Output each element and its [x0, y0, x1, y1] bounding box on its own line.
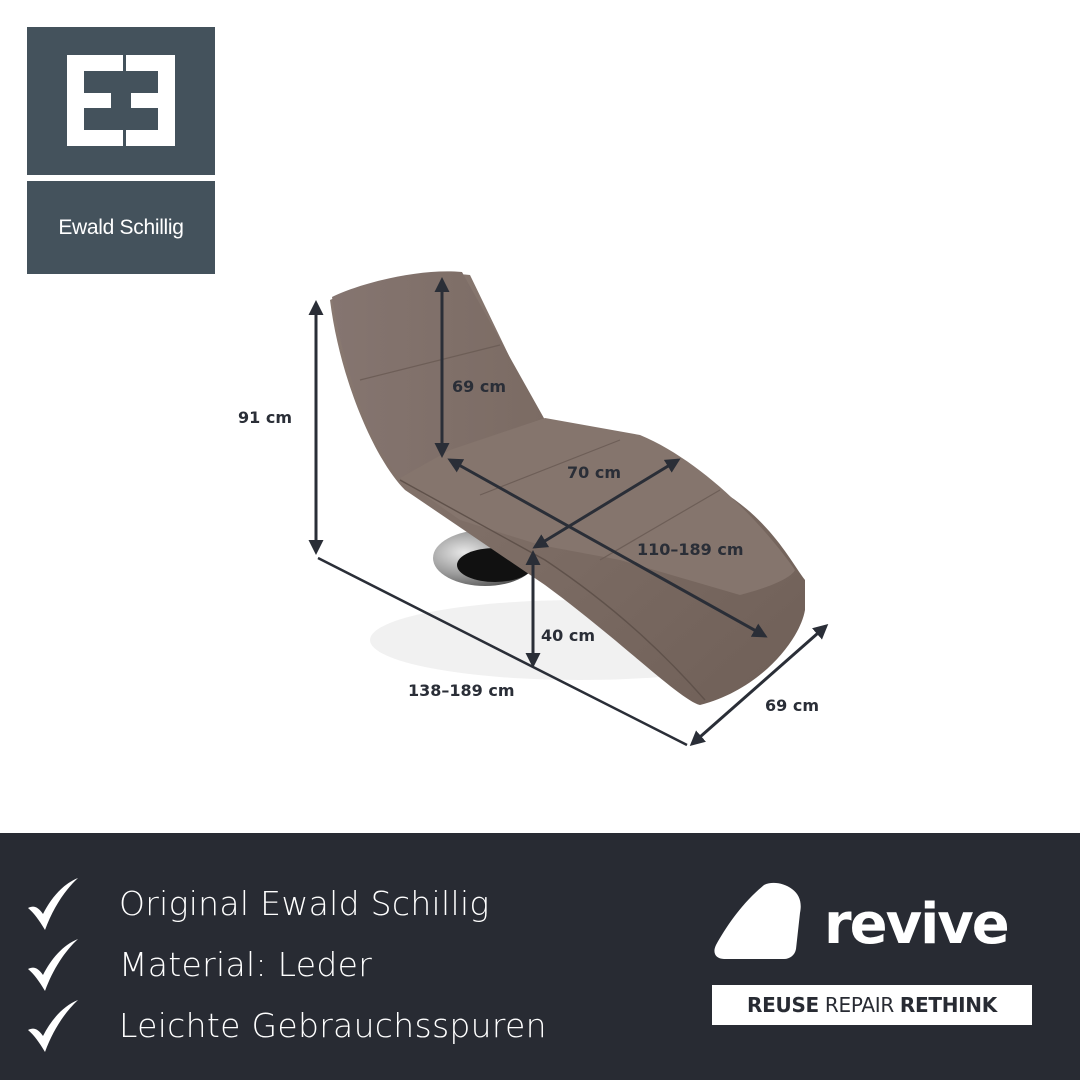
check-icon — [28, 999, 78, 1052]
dim-total-length: 138–189 cm — [408, 681, 515, 700]
revive-tagline: REUSE REPAIR RETHINK — [712, 985, 1032, 1025]
revive-logo: revive REUSE REPAIR RETHINK — [712, 881, 1042, 1025]
dim-total-height: 91 cm — [238, 408, 292, 427]
brand-mark-icon — [27, 27, 215, 175]
dim-seat-depth: 70 cm — [567, 463, 621, 482]
brand-logo: Ewald Schillig — [27, 27, 215, 274]
feature-item: Material: Leder — [25, 934, 547, 995]
tagline-repair: REPAIR — [824, 993, 894, 1017]
check-icon — [28, 877, 78, 930]
check-icon — [28, 938, 78, 991]
dimension-lines — [308, 277, 829, 747]
footer-banner: Original Ewald Schillig Material: Leder … — [0, 833, 1080, 1080]
feature-list: Original Ewald Schillig Material: Leder … — [25, 873, 547, 1056]
tagline-reuse: REUSE — [747, 993, 819, 1017]
feature-item: Leichte Gebrauchsspuren — [25, 995, 547, 1056]
chaise-longue-image — [308, 271, 829, 747]
tagline-rethink: RETHINK — [899, 993, 997, 1017]
feature-item: Original Ewald Schillig — [25, 873, 547, 934]
dim-lying-length: 110–189 cm — [637, 540, 744, 559]
product-illustration: 91 cm 69 cm 70 cm 110–189 cm 40 cm 138–1… — [0, 250, 1080, 770]
feature-label: Material: Leder — [119, 945, 373, 984]
brand-name: Ewald Schillig — [27, 181, 215, 274]
revive-wordmark: revive — [824, 891, 1010, 957]
dim-seat-height: 40 cm — [541, 626, 595, 645]
dim-backrest-height: 69 cm — [452, 377, 506, 396]
revive-shape-icon — [714, 882, 801, 959]
feature-label: Original Ewald Schillig — [119, 884, 490, 923]
dim-width: 69 cm — [765, 696, 819, 715]
feature-label: Leichte Gebrauchsspuren — [119, 1006, 547, 1045]
